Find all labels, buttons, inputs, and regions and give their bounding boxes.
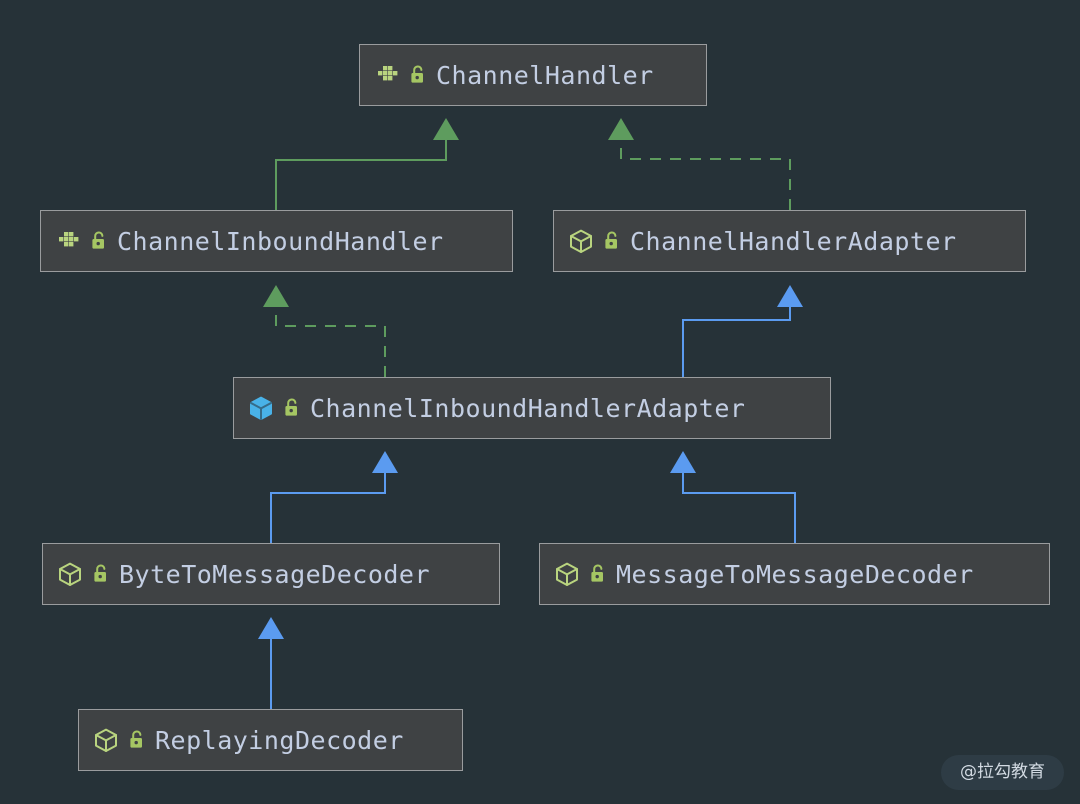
class-node-channel-inbound-handler-adapter[interactable]: ChannelInboundHandlerAdapter [233, 377, 831, 439]
arrowhead-edge-byte-decoder-to-inbound-adapter [372, 451, 398, 473]
class-node-byte-to-message-decoder[interactable]: ByteToMessageDecoder [42, 543, 500, 605]
concrete-class-cube-icon [248, 395, 274, 421]
watermark-label: @拉勾教育 [960, 762, 1045, 782]
connector-edge-inbound-adapter-to-inbound-handler [275, 307, 386, 377]
unlocked-padlock-icon [128, 729, 146, 751]
class-node-label: MessageToMessageDecoder [616, 559, 974, 589]
arrowhead-edge-handler-adapter-to-handler [608, 118, 634, 140]
interface-icon [374, 62, 400, 88]
class-node-label: ChannelInboundHandlerAdapter [310, 393, 746, 423]
unlocked-padlock-icon [283, 397, 301, 419]
connector-edge-byte-decoder-to-inbound-adapter [270, 473, 386, 543]
class-node-label: ChannelHandler [436, 60, 654, 90]
arrowhead-edge-message-decoder-to-inbound-adapter [670, 451, 696, 473]
connector-edge-inbound-adapter-to-handler-adapter [682, 307, 791, 377]
class-node-channel-handler-adapter[interactable]: ChannelHandlerAdapter [553, 210, 1026, 272]
abstract-class-cube-icon [57, 561, 83, 587]
class-node-label: ReplayingDecoder [155, 725, 404, 755]
unlocked-padlock-icon [589, 563, 607, 585]
arrowhead-edge-inbound-adapter-to-handler-adapter [777, 285, 803, 307]
class-node-label: ByteToMessageDecoder [119, 559, 431, 589]
watermark-badge: @拉勾教育 [941, 755, 1064, 790]
arrowhead-edge-inbound-handler-to-handler [433, 118, 459, 140]
abstract-class-cube-icon [93, 727, 119, 753]
class-node-label: ChannelHandlerAdapter [630, 226, 957, 256]
unlocked-padlock-icon [92, 563, 110, 585]
connector-edge-inbound-handler-to-handler [275, 140, 447, 210]
abstract-class-cube-icon [568, 228, 594, 254]
class-node-label: ChannelInboundHandler [117, 226, 444, 256]
abstract-class-cube-icon [554, 561, 580, 587]
interface-icon [55, 228, 81, 254]
connector-edge-handler-adapter-to-handler [620, 140, 791, 210]
class-node-replaying-decoder[interactable]: ReplayingDecoder [78, 709, 463, 771]
arrowhead-edge-replaying-to-byte-decoder [258, 617, 284, 639]
class-node-channel-inbound-handler[interactable]: ChannelInboundHandler [40, 210, 513, 272]
class-node-channel-handler[interactable]: ChannelHandler [359, 44, 707, 106]
unlocked-padlock-icon [90, 230, 108, 252]
class-node-message-to-message-decoder[interactable]: MessageToMessageDecoder [539, 543, 1050, 605]
unlocked-padlock-icon [409, 64, 427, 86]
unlocked-padlock-icon [603, 230, 621, 252]
connector-edge-message-decoder-to-inbound-adapter [682, 473, 796, 543]
arrowhead-edge-inbound-adapter-to-inbound-handler [263, 285, 289, 307]
